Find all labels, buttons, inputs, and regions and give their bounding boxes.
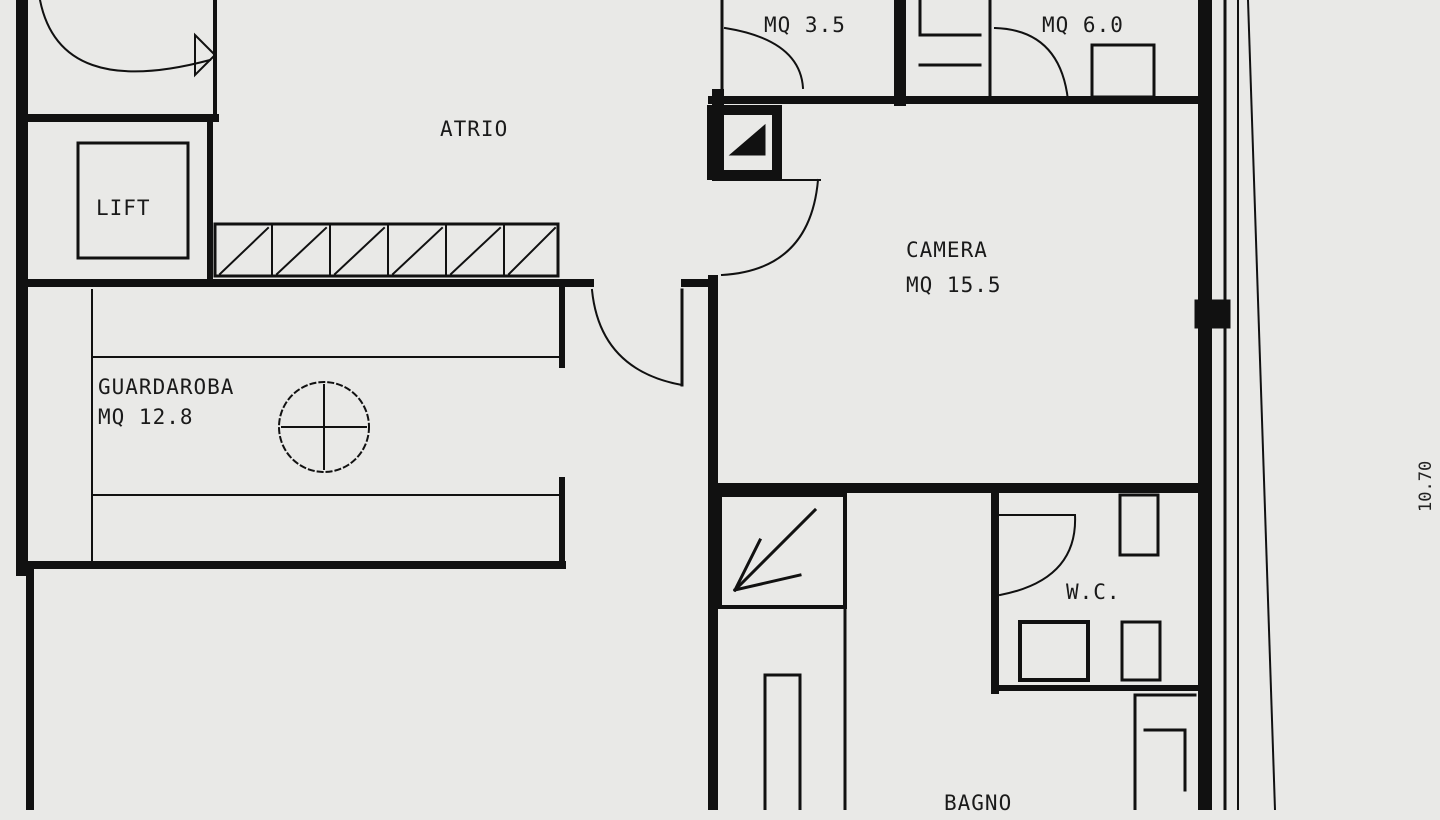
room-label-atrio: ATRIO [440,117,509,141]
room-area-guardaroba: MQ 12.8 [98,405,194,429]
room-area-ripost: MQ 3.5 [764,13,846,37]
room-label-camera: CAMERA [906,238,988,262]
room-label-wc: W.C. [1066,580,1121,604]
duct [707,105,782,180]
room-area-bagno-top: MQ 6.0 [1042,13,1124,37]
room-label-guardaroba: GUARDAROBA [98,375,235,399]
cabinets [213,222,560,278]
dimension-right: 10.70 [1416,460,1436,512]
ceiling-fixture [278,381,370,473]
room-area-camera: MQ 15.5 [906,273,1002,297]
stair-arrow [194,32,217,78]
stair-arc [38,0,212,73]
lift-box [76,141,190,260]
room-label-lift: LIFT [96,196,151,220]
room-label-bagno: BAGNO [944,791,1013,815]
